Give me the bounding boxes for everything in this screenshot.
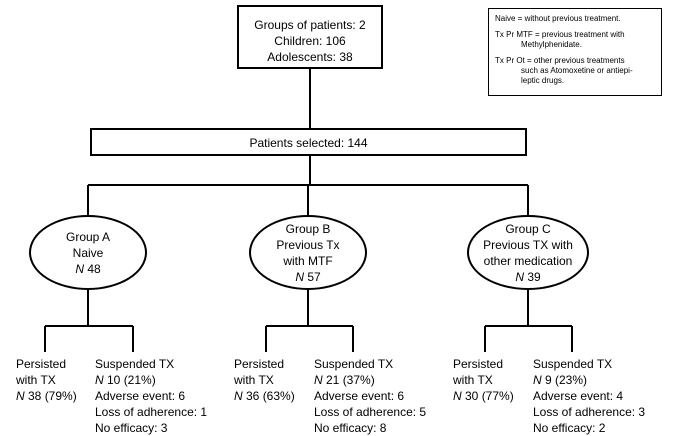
loss-of-adherence-count: Loss of adherence: 5 [314, 405, 427, 419]
group-a-n: N 48 [75, 261, 100, 277]
n-label: N [234, 389, 243, 403]
adolescents-count-text: Adolescents: 38 [267, 50, 353, 64]
group-b-n: N 57 [295, 269, 320, 285]
persisted-label: Persisted [453, 357, 504, 371]
children-count-text: Children: 106 [274, 34, 346, 48]
n-value: 36 (63%) [242, 389, 295, 403]
no-efficacy-count: No efficacy: 8 [314, 421, 387, 435]
n-label: N [533, 373, 542, 387]
persisted-n: N 38 (79%) [16, 388, 77, 404]
group-a-suspended: Suspended TX N 10 (21%) Adverse event: 6… [95, 356, 207, 436]
legend-tx-pr-ot: Tx Pr Ot = other previous treatments [495, 56, 625, 65]
n-value: 21 (37%) [322, 373, 375, 387]
legend-tx-pr-ot-cont: such as Atomoxetine or antiepi- [521, 66, 633, 75]
group-c-suspended: Suspended TX N 9 (23%) Adverse event: 4 … [533, 356, 645, 436]
group-b-persisted: Persisted with TX N 36 (63%) [234, 356, 295, 404]
n-value: 48 [83, 261, 101, 276]
suspended-n: N 21 (37%) [314, 372, 426, 388]
n-value: 10 (21%) [103, 373, 156, 387]
group-c-n: N 39 [515, 269, 540, 285]
loss-of-adherence-count: Loss of adherence: 1 [95, 405, 208, 419]
legend-tx-pr-mtf: Tx Pr MTF = previous treatment with [495, 30, 625, 39]
group-b-title: Group B [285, 221, 331, 236]
n-value: 9 (23%) [541, 373, 588, 387]
n-label: N [95, 373, 104, 387]
n-label: N [16, 389, 25, 403]
group-c-desc: Previous TX with [483, 237, 573, 252]
group-b-ellipse: Group B Previous Tx with MTF N 57 [249, 215, 367, 290]
persisted-label-2: with TX [16, 373, 56, 387]
group-b-suspended: Suspended TX N 21 (37%) Adverse event: 6… [314, 356, 426, 436]
n-label: N [295, 269, 304, 284]
legend-tx-pr-mtf-cont: Methylphenidate. [521, 40, 582, 49]
n-value: 39 [523, 269, 541, 284]
abbreviation-legend: Naive = without previous treatment. Tx P… [488, 8, 662, 96]
groups-count-text: Groups of patients: 2 [254, 18, 366, 32]
persisted-label-2: with TX [453, 373, 493, 387]
adverse-event-count: Adverse event: 6 [95, 389, 186, 403]
group-a-ellipse: Group A Naive N 48 [29, 215, 147, 290]
no-efficacy-count: No efficacy: 2 [533, 421, 606, 435]
suspended-label: Suspended TX [95, 357, 175, 371]
group-c-desc-2: other medication [483, 253, 573, 268]
group-b-desc: Previous Tx [276, 237, 340, 252]
n-label: N [515, 269, 524, 284]
suspended-n: N 9 (23%) [533, 372, 645, 388]
persisted-label-2: with TX [234, 373, 274, 387]
suspended-label: Suspended TX [314, 357, 394, 371]
adverse-event-count: Adverse event: 6 [314, 389, 405, 403]
persisted-n: N 36 (63%) [234, 388, 295, 404]
groups-summary-box: Groups of patients: 2 Children: 106 Adol… [237, 5, 383, 69]
group-a-persisted: Persisted with TX N 38 (79%) [16, 356, 77, 404]
adverse-event-count: Adverse event: 4 [533, 389, 624, 403]
group-c-title: Group C [505, 221, 551, 236]
n-label: N [453, 389, 462, 403]
n-label: N [75, 261, 84, 276]
group-c-ellipse: Group C Previous TX with other medicatio… [467, 215, 589, 290]
group-c-persisted: Persisted with TX N 30 (77%) [453, 356, 514, 404]
patients-selected-box: Patients selected: 144 [90, 128, 527, 156]
legend-naive: Naive = without previous treatment. [495, 14, 621, 23]
persisted-label: Persisted [16, 357, 67, 371]
group-a-title: Group A [65, 229, 111, 244]
n-value: 30 (77%) [461, 389, 514, 403]
group-b-desc-2: with MTF [283, 253, 333, 268]
persisted-n: N 30 (77%) [453, 388, 514, 404]
no-efficacy-count: No efficacy: 3 [95, 421, 168, 435]
n-value: 38 (79%) [24, 389, 77, 403]
group-a-desc: Naive [72, 245, 104, 260]
persisted-label: Persisted [234, 357, 285, 371]
patients-selected-text: Patients selected: 144 [249, 136, 368, 150]
suspended-n: N 10 (21%) [95, 372, 207, 388]
n-value: 57 [303, 269, 321, 284]
suspended-label: Suspended TX [533, 357, 613, 371]
legend-tx-pr-ot-cont2: leptic drugs. [521, 76, 565, 85]
loss-of-adherence-count: Loss of adherence: 3 [533, 405, 646, 419]
n-label: N [314, 373, 323, 387]
